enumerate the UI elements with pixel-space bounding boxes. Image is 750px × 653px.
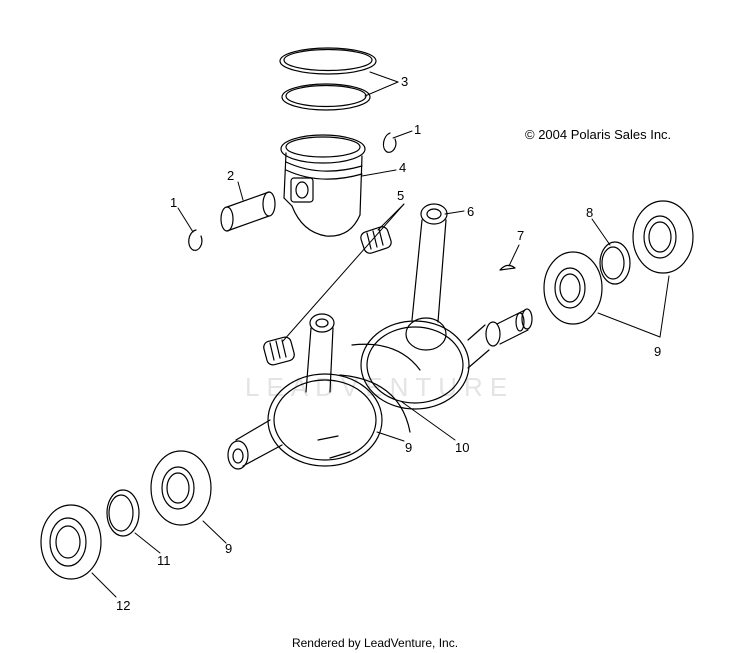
needle-bearings bbox=[263, 226, 392, 366]
callout-1: 1 bbox=[170, 195, 177, 210]
callout-6: 6 bbox=[467, 204, 474, 219]
main-bearings bbox=[150, 200, 694, 526]
callout-11: 11 bbox=[157, 553, 171, 568]
callout-5: 5 bbox=[397, 188, 404, 203]
callout-9: 9 bbox=[225, 541, 232, 556]
callout-1: 1 bbox=[414, 122, 421, 137]
leader-lines bbox=[91, 71, 670, 598]
piston-rings bbox=[279, 47, 377, 111]
woodruff-key bbox=[499, 264, 516, 271]
callout-10: 10 bbox=[455, 440, 469, 455]
callout-9: 9 bbox=[405, 440, 412, 455]
crankshaft bbox=[227, 308, 533, 470]
callout-4: 4 bbox=[399, 160, 406, 175]
copyright-notice: © 2004 Polaris Sales Inc. bbox=[525, 127, 672, 142]
callout-2: 2 bbox=[227, 168, 234, 183]
circlips bbox=[188, 132, 397, 251]
wrist-pin bbox=[220, 191, 276, 232]
callout-9: 9 bbox=[654, 344, 661, 359]
callout-8: 8 bbox=[586, 205, 593, 220]
callout-12: 12 bbox=[116, 598, 130, 613]
piston bbox=[280, 134, 366, 237]
connecting-rods bbox=[305, 203, 448, 393]
seal bbox=[40, 504, 102, 580]
footer-credit: Rendered by LeadVenture, Inc. bbox=[291, 636, 459, 650]
callout-7: 7 bbox=[517, 228, 524, 243]
callout-3: 3 bbox=[401, 74, 408, 89]
shims bbox=[106, 241, 631, 537]
callouts: 1 1 2 3 4 5 6 7 8 9 9 9 10 11 12 bbox=[116, 74, 661, 613]
